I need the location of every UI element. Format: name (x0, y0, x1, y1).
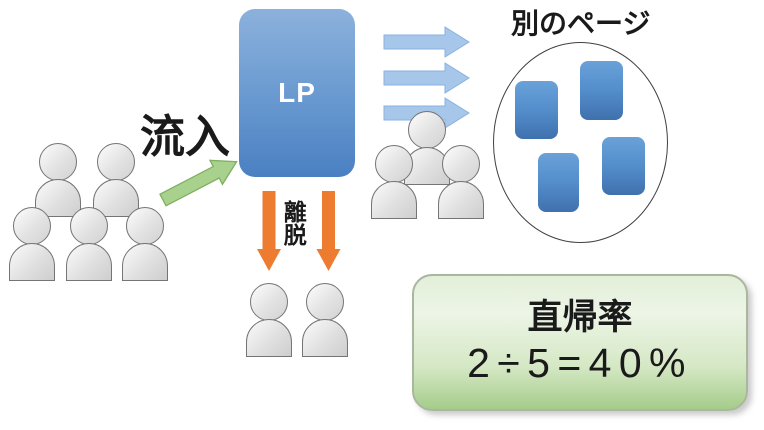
inflow-label: 流入 (140, 111, 231, 162)
bounce-rate-formula: 2÷5=40% (467, 340, 693, 387)
bounced-person-icon (302, 283, 348, 357)
exit-arrow-icon (316, 191, 341, 271)
navigated-person-icon (371, 145, 417, 219)
lp-label: LP (278, 77, 316, 108)
navigated-person-icon (438, 145, 484, 219)
visitor-person-icon (35, 143, 81, 217)
person-body (122, 243, 168, 281)
person-body (302, 319, 348, 357)
navigate-arrow-icon (383, 62, 470, 94)
other-pages-label: 別のページ (511, 8, 651, 39)
person-head (70, 207, 108, 245)
person-head (13, 207, 51, 245)
person-head (306, 283, 344, 321)
bounced-person-icon (246, 283, 292, 357)
exit-label: 離脱 (280, 200, 307, 246)
visitor-person-icon (122, 207, 168, 281)
person-head (408, 111, 446, 149)
bounce-rate-title: 直帰率 (527, 297, 633, 337)
person-body (9, 243, 55, 281)
page-thumbnail-icon (515, 81, 558, 139)
person-body (246, 319, 292, 357)
person-head (39, 143, 77, 181)
page-thumbnail-icon (602, 137, 645, 195)
person-head (97, 143, 135, 181)
person-body (438, 181, 484, 219)
visitor-person-icon (9, 207, 55, 281)
bounce-rate-box: 直帰率 2÷5=40% (412, 274, 748, 411)
person-head (250, 283, 288, 321)
person-body (371, 181, 417, 219)
person-head (375, 145, 413, 183)
lp-box: LP (239, 9, 355, 177)
navigate-arrow-icon (383, 26, 470, 58)
person-body (66, 243, 112, 281)
person-head (126, 207, 164, 245)
inflow-arrow-icon (159, 159, 238, 207)
page-thumbnail-icon (538, 153, 579, 212)
page-thumbnail-icon (580, 61, 623, 120)
visitor-person-icon (66, 207, 112, 281)
person-head (442, 145, 480, 183)
exit-arrow-icon (257, 191, 281, 271)
visitor-person-icon (93, 143, 139, 217)
